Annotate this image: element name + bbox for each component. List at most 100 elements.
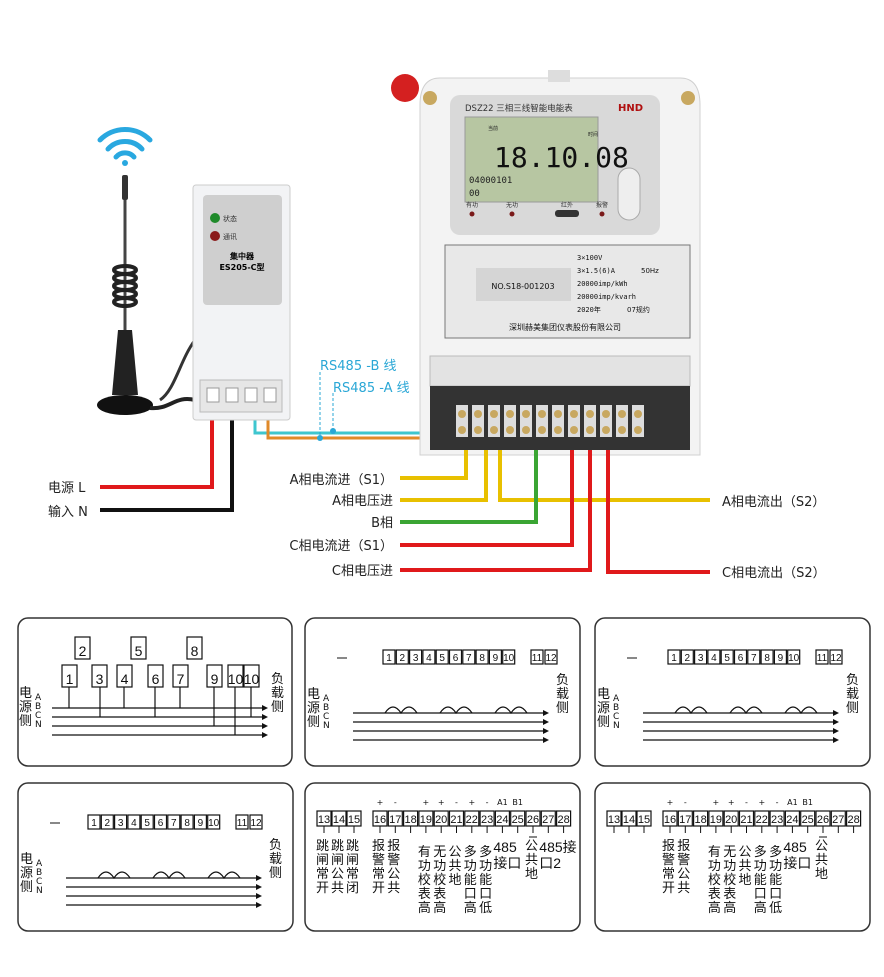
wifi-icon bbox=[97, 127, 153, 166]
terminal-number: 9 bbox=[493, 653, 499, 664]
arrow-icon bbox=[256, 884, 262, 890]
terminal-number: 3 bbox=[96, 671, 104, 687]
terminal-number: 27 bbox=[542, 814, 554, 826]
arrow-icon bbox=[833, 710, 839, 716]
polarity-sign: + bbox=[758, 798, 765, 807]
indicator-label: 红外 bbox=[561, 201, 573, 209]
polarity-sign: A1 bbox=[497, 798, 508, 807]
phase-label: N bbox=[35, 720, 42, 730]
source-side-label-box: 电源侧 bbox=[19, 686, 32, 728]
screw-icon bbox=[474, 426, 482, 434]
terminal-number: 7 bbox=[171, 818, 177, 829]
terminal-number: 9 bbox=[211, 671, 219, 687]
b-phase-label: B相 bbox=[371, 516, 393, 531]
terminal-number: 7 bbox=[177, 671, 185, 687]
phase-label: B bbox=[613, 703, 619, 713]
terminal-box bbox=[773, 649, 788, 665]
infrared-port-icon bbox=[555, 210, 579, 217]
screw-icon bbox=[602, 410, 610, 418]
terminal-function-label-box: 公共地 bbox=[448, 845, 462, 887]
terminal-box bbox=[733, 649, 748, 665]
terminal-function-label-box: 公共地 bbox=[815, 839, 828, 881]
screw-icon bbox=[570, 426, 578, 434]
polarity-sign: A1 bbox=[787, 798, 798, 807]
polarity-sign: + bbox=[468, 798, 475, 807]
terminal-box bbox=[395, 649, 409, 665]
terminal-number: 12 bbox=[830, 653, 842, 664]
status-led-icon bbox=[210, 213, 220, 223]
terminal-number: 17 bbox=[679, 814, 691, 826]
terminal-number: 12 bbox=[250, 818, 262, 829]
terminal-number: 17 bbox=[389, 814, 401, 826]
terminal-number: 27 bbox=[832, 814, 844, 826]
rs485-a-label: RS485 -A 线 bbox=[333, 381, 410, 396]
terminal-function-label: 485接口2 bbox=[539, 839, 577, 871]
terminal-box bbox=[815, 649, 829, 665]
arrow-icon bbox=[833, 737, 839, 743]
terminal-number: 8 bbox=[764, 653, 770, 664]
meter-button[interactable] bbox=[617, 167, 641, 221]
terminal-function-label: 公共地 bbox=[525, 839, 539, 881]
screw-icon bbox=[506, 426, 514, 434]
terminal-function-label: 跳闸常开 bbox=[316, 839, 330, 895]
transformer-coil bbox=[729, 706, 763, 715]
terminal-number: 15 bbox=[348, 814, 360, 826]
load-side-label: 负载侧 bbox=[556, 673, 570, 715]
screw-icon bbox=[602, 426, 610, 434]
indicator-label: 报警 bbox=[596, 201, 608, 209]
phase-label: B bbox=[323, 703, 329, 713]
terminal-number: 7 bbox=[466, 653, 472, 664]
c-voltage-in-label: C相电压进 bbox=[332, 564, 393, 579]
terminal-number: 14 bbox=[333, 814, 345, 826]
terminal-function-label: 多功能口低 bbox=[769, 845, 783, 915]
terminal-number: 1 bbox=[386, 653, 392, 664]
source-side-label: 电源侧 bbox=[307, 687, 321, 729]
phase-label: A bbox=[323, 694, 330, 704]
concentrator-model: ES205-C型 bbox=[219, 262, 264, 272]
load-side-label-box: 负载侧 bbox=[846, 673, 859, 715]
terminal-function-label: 有功校表高 bbox=[707, 845, 721, 915]
terminal-number: 5 bbox=[135, 643, 143, 659]
diagram-panel bbox=[304, 617, 581, 767]
terminal-function-label-box: 跳闸公共 bbox=[331, 839, 345, 895]
terminal-function-label: 报警常开 bbox=[662, 839, 676, 895]
terminal-function-label: 报警常开 bbox=[372, 839, 386, 895]
comm-led-label: 通讯 bbox=[223, 232, 237, 241]
screw-icon bbox=[458, 410, 466, 418]
terminal-function-label: 公共地 bbox=[448, 845, 462, 887]
source-side-label-box: 电源侧 bbox=[307, 687, 321, 729]
terminal-box bbox=[680, 649, 694, 665]
a-voltage-in-label: A相电压进 bbox=[332, 494, 393, 509]
terminal-number: 7 bbox=[751, 653, 757, 664]
terminal-function-label-box: 485接口 bbox=[493, 839, 522, 871]
terminal-box bbox=[167, 814, 181, 830]
terminal-box bbox=[235, 814, 249, 830]
terminal-number: 20 bbox=[725, 814, 737, 826]
terminal-box bbox=[180, 814, 194, 830]
terminal-box bbox=[100, 814, 114, 830]
terminal-number: 23 bbox=[771, 814, 783, 826]
phase-label: C bbox=[36, 877, 42, 887]
terminal-function-label: 485接口 bbox=[493, 839, 522, 871]
terminal-box bbox=[422, 649, 436, 665]
transformer-coil bbox=[384, 706, 418, 715]
terminal-number: 26 bbox=[527, 814, 539, 826]
screw-icon bbox=[474, 410, 482, 418]
terminal-box bbox=[249, 814, 263, 830]
terminal-number: 10 bbox=[208, 818, 220, 829]
terminal-function-label: 跳闸公共 bbox=[331, 839, 345, 895]
screw-icon bbox=[522, 426, 530, 434]
polarity-sign: + bbox=[423, 798, 430, 807]
terminal-function-label-box: 有功校表高 bbox=[707, 845, 721, 915]
transformer-coil bbox=[494, 706, 528, 715]
phase-label: A bbox=[36, 859, 43, 869]
terminal-box bbox=[435, 649, 449, 665]
terminal-number: 2 bbox=[79, 643, 87, 659]
meter-brand-logo: HND bbox=[618, 103, 643, 114]
diagram-panel bbox=[594, 617, 871, 767]
arrow-icon bbox=[262, 705, 268, 711]
a-current-out-label: A相电流出（S2） bbox=[722, 495, 825, 510]
terminal-number: 25 bbox=[512, 814, 524, 826]
input-n-label: 输入 N bbox=[48, 504, 88, 520]
meter-spec: 2020年 bbox=[577, 305, 601, 314]
